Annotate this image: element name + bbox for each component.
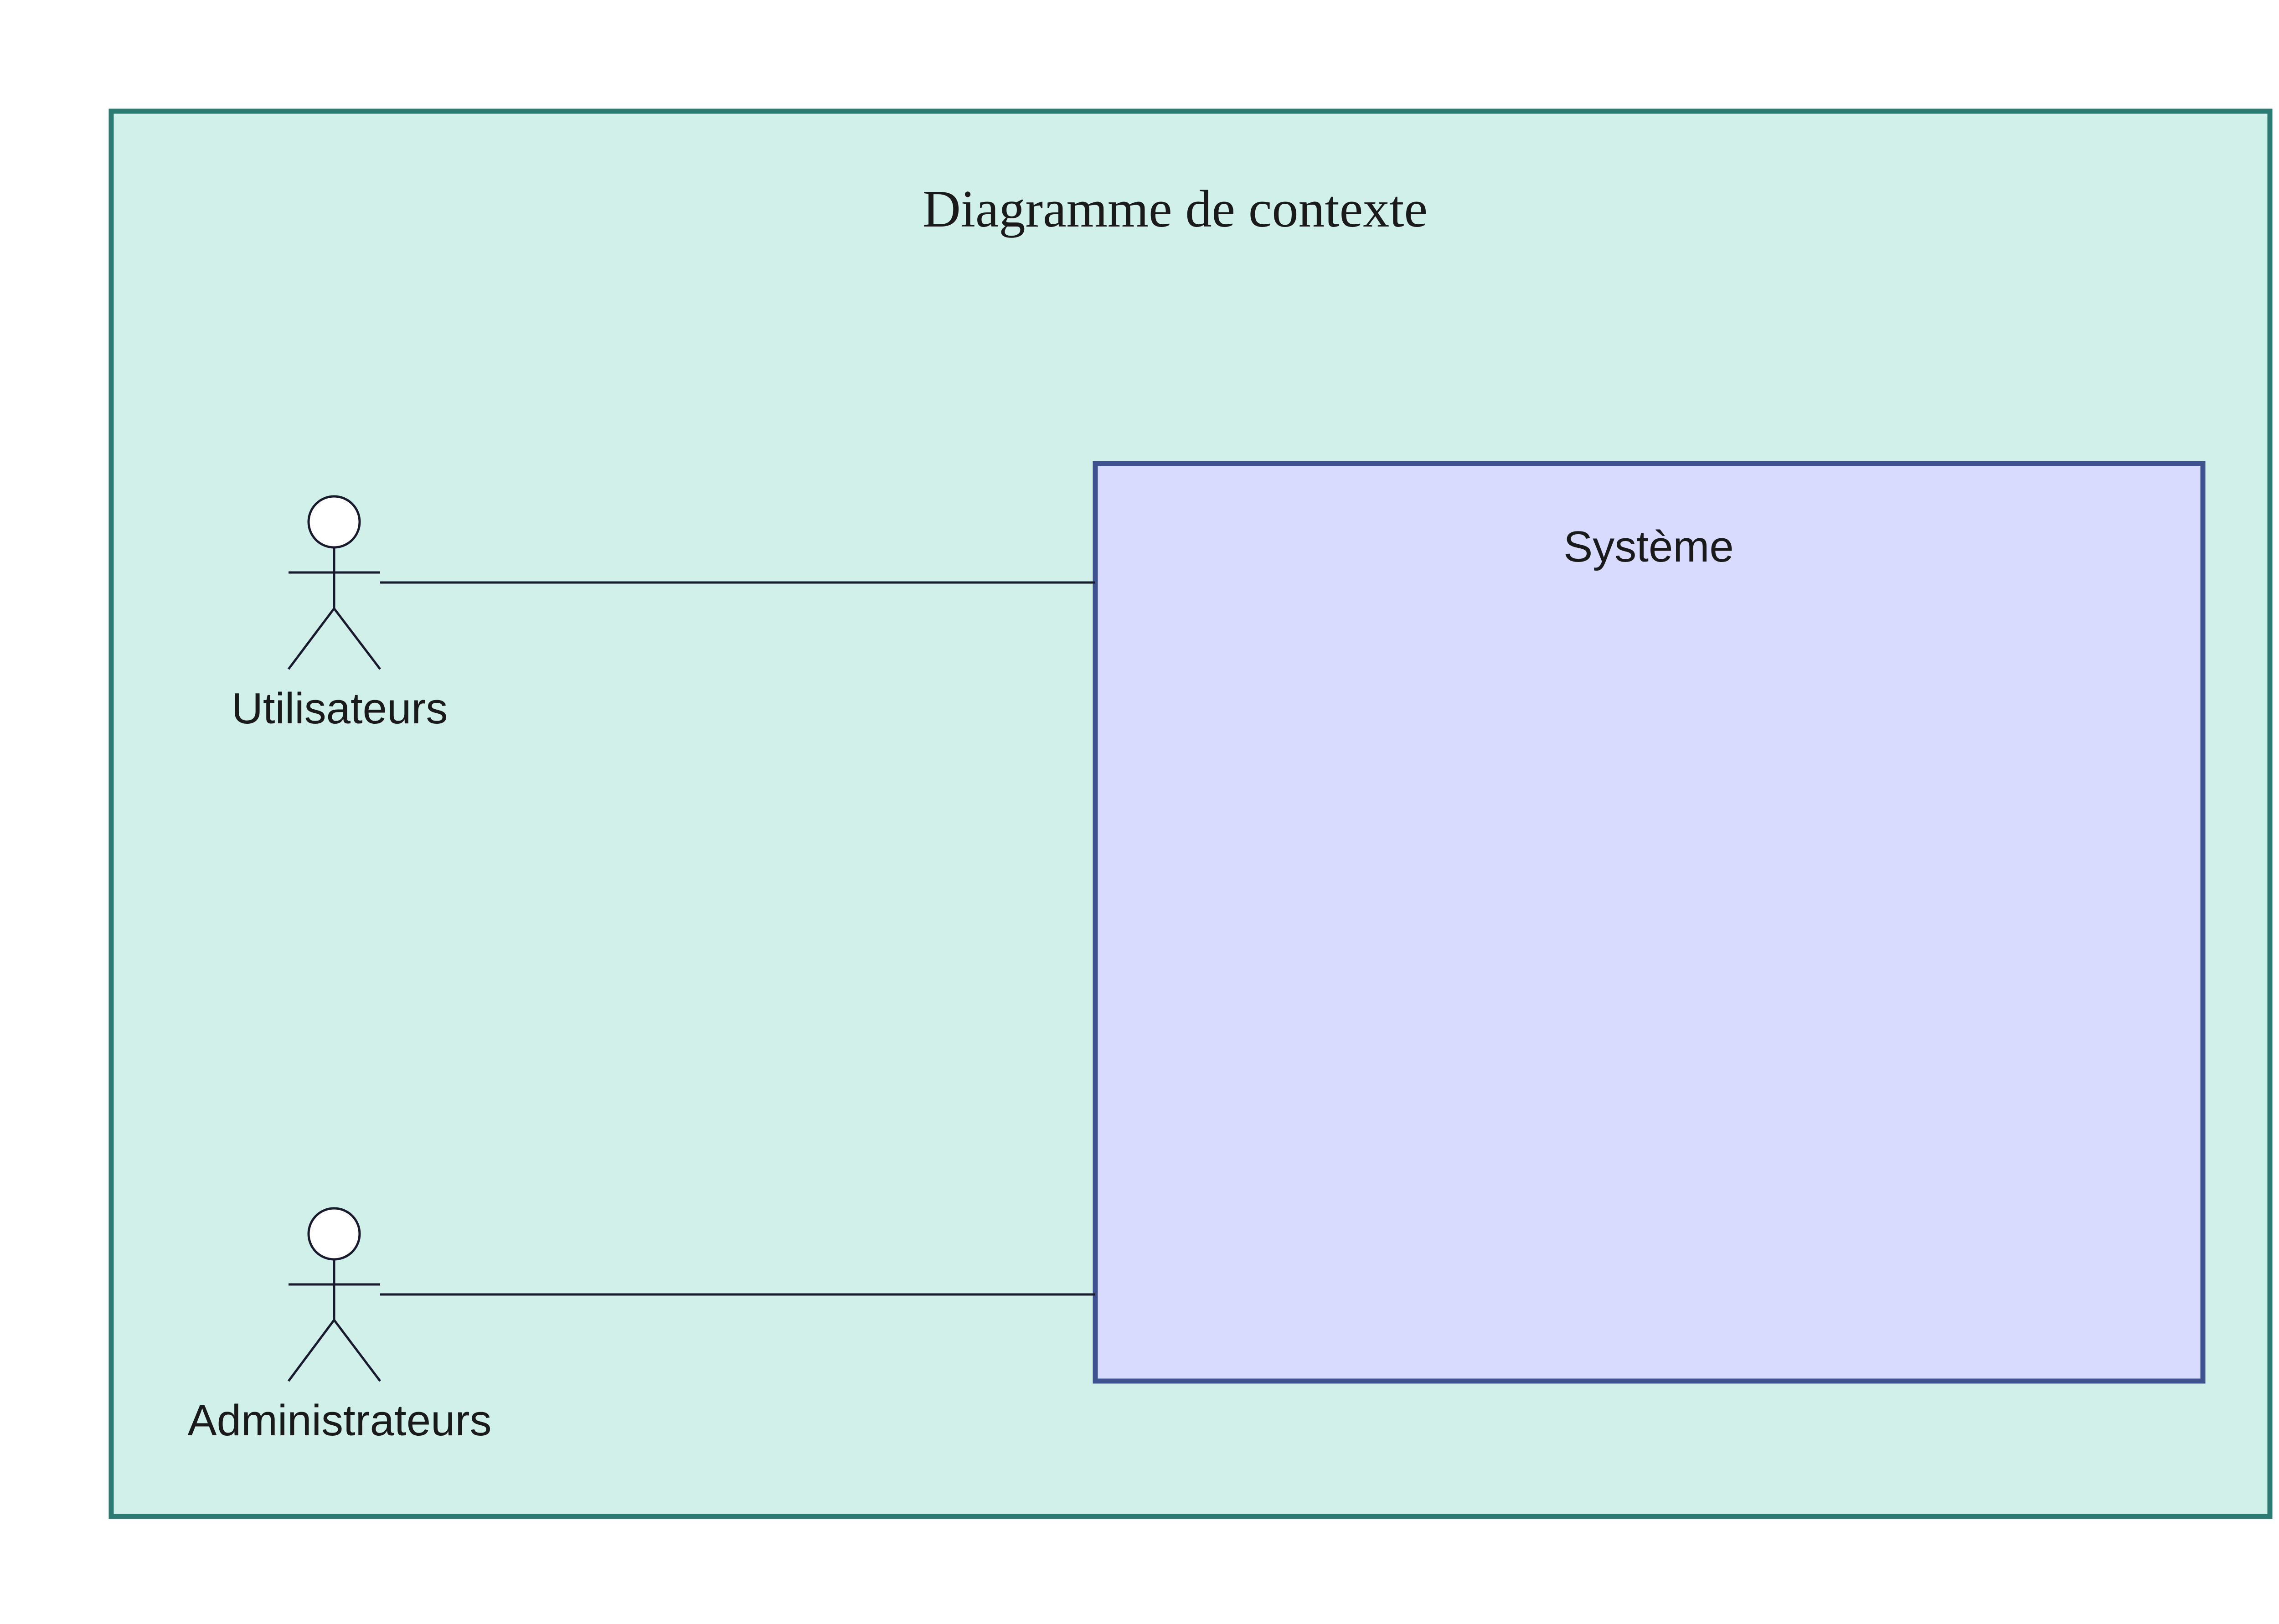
actor-utilisateurs[interactable]: Utilisateurs — [232, 495, 448, 733]
system-label: Système — [1563, 522, 1733, 571]
actor-label: Utilisateurs — [232, 684, 448, 733]
stick-figure-icon — [287, 1207, 381, 1382]
actor-administrateurs[interactable]: Administrateurs — [188, 1207, 492, 1445]
system-box[interactable] — [1093, 461, 2206, 1384]
actor-label: Administrateurs — [188, 1396, 492, 1445]
stick-figure-icon — [288, 495, 381, 670]
diagram-title: Diagramme de contexte — [923, 180, 1428, 238]
